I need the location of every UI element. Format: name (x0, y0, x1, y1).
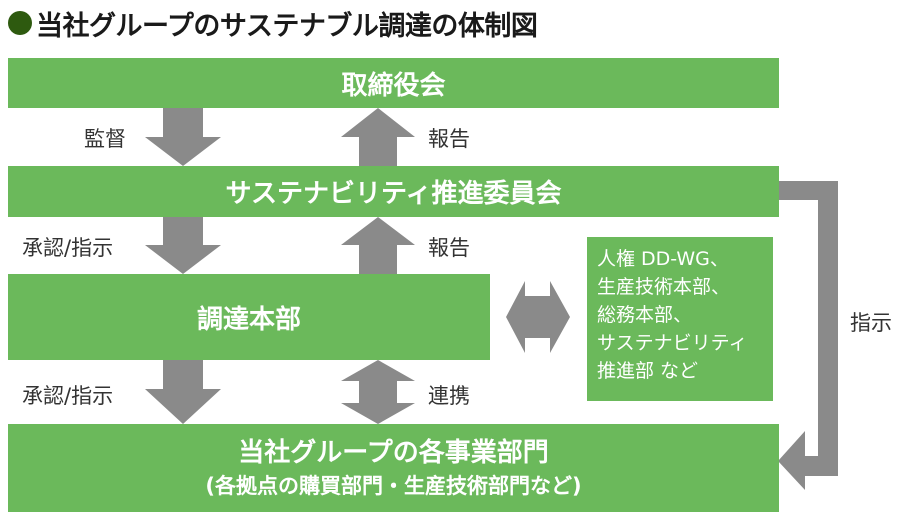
approve-instruct-label-1: 承認/指示 (22, 236, 114, 260)
procurement-side-link-arrow (506, 281, 570, 353)
committee-box: サステナビリティ推進委員会 (8, 166, 779, 217)
report-label-1: 報告 (428, 127, 470, 151)
cooperation-arrow (341, 360, 415, 424)
divisions-sublabel: (各拠点の購買部門・生産技術部門など) (205, 474, 582, 498)
procurement-box: 調達本部 (8, 274, 490, 360)
related-dept-line: 生産技術本部、 (597, 276, 731, 298)
instruction-label: 指示 (850, 311, 892, 335)
diagram-title-text: 当社グループのサステナブル調達の体制図 (36, 10, 538, 42)
related-departments-box: 人権 DD-WG、 生産技術本部、 総務本部、 サステナビリティ 推進部 など (587, 237, 773, 401)
related-dept-line: サステナビリティ (597, 332, 748, 354)
related-dept-line: 人権 DD-WG、 (597, 248, 729, 270)
related-dept-line: 推進部 など (597, 360, 699, 382)
approve-arrow-1 (145, 217, 221, 274)
report-label-2: 報告 (428, 236, 470, 260)
approve-instruct-label-2: 承認/指示 (22, 384, 114, 408)
related-dept-line: 総務本部、 (597, 304, 693, 326)
approve-arrow-2 (145, 360, 221, 424)
committee-label: サステナビリティ推進委員会 (225, 179, 562, 209)
supervision-label: 監督 (84, 127, 126, 151)
procurement-label: 調達本部 (196, 304, 301, 335)
instruction-arrow (778, 181, 838, 490)
diagram-title: 当社グループのサステナブル調達の体制図 (8, 6, 538, 42)
divisions-label: 当社グループの各事業部門 (238, 438, 549, 468)
cooperation-label: 連携 (428, 384, 470, 408)
board-box: 取締役会 (8, 58, 779, 108)
report-arrow-2 (341, 217, 415, 274)
board-label: 取締役会 (341, 70, 446, 101)
report-arrow-1 (341, 108, 415, 166)
divisions-box: 当社グループの各事業部門 (各拠点の購買部門・生産技術部門など) (8, 424, 779, 512)
supervision-arrow (145, 108, 221, 166)
bullet-dot-icon (8, 11, 32, 35)
